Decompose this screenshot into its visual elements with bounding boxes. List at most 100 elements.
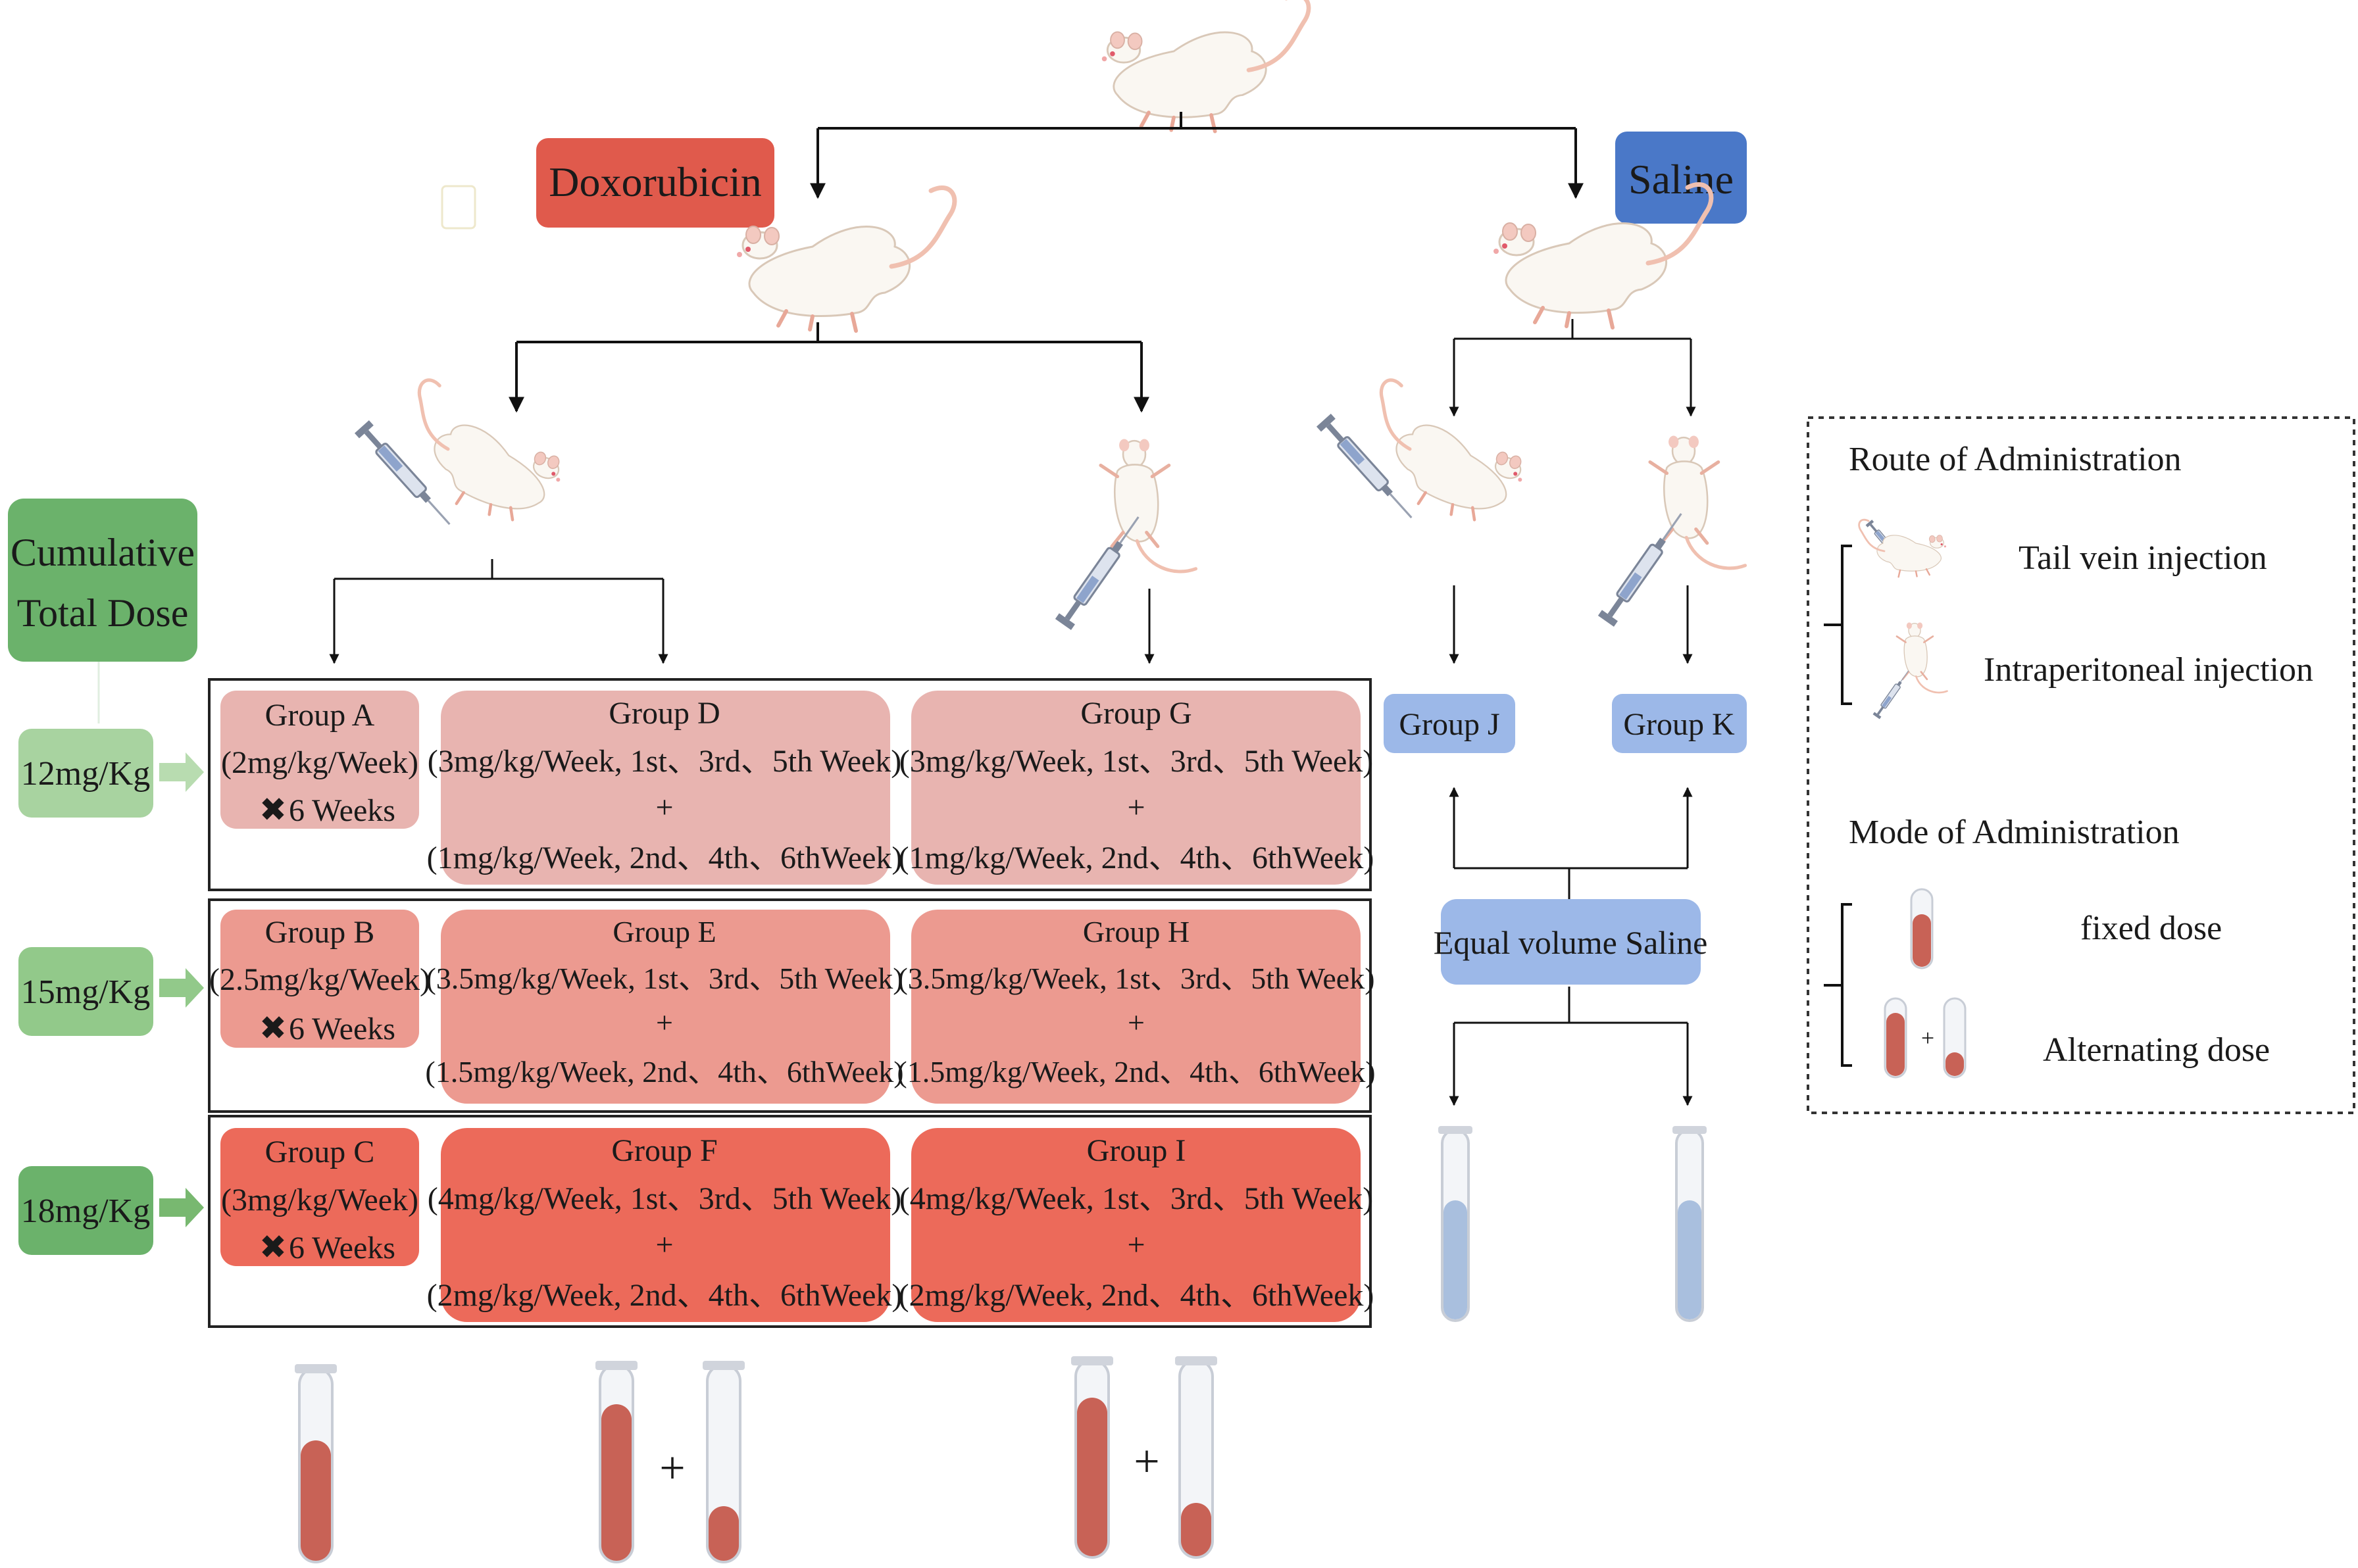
group-b-box [220,910,419,1048]
group-k-name: Group K [1623,707,1735,742]
group-a-name: Group A [265,698,375,733]
top-split-connector [810,112,1584,199]
group-g-line2: (1mg/kg/Week, 2nd、4th、6thWeek) [899,841,1374,875]
dose-box-15 [18,947,153,1036]
saline-label: Saline [1628,156,1734,203]
row-frame-18 [208,1115,1372,1328]
legend-plus: + [1921,1025,1934,1051]
saline-route-connector [1449,319,1696,417]
group-a-box [220,691,419,829]
group-j-name: Group J [1399,707,1499,742]
legend-intraperitoneal: Intraperitoneal injection [1984,651,2313,689]
row-frame-12 [208,678,1372,891]
group-c-line2: 6 Weeks [289,1231,395,1265]
legend-fixed: fixed dose [2080,910,2222,947]
cumulative-title-box [8,499,197,662]
group-d-box [441,691,890,885]
legend-mode-title: Mode of Administration [1849,814,2180,851]
group-e-plus: + [656,1006,673,1039]
saline-volume-connectors [1449,787,1693,1106]
group-i-line1: (4mg/kg/Week, 1st、3rd、5th Week) [899,1181,1374,1216]
group-d-line1: (3mg/kg/Week, 1st、3rd、5th Week) [428,744,902,779]
small-placeholder-box [441,185,476,230]
cross-mark-icon: ✖ [259,791,287,828]
group-b-line1: (2.5mg/kg/Week) [209,962,430,997]
group-i-name: Group I [1087,1133,1186,1168]
rat-icon [1650,436,1745,568]
group-a-line1: (2mg/kg/Week) [221,745,418,780]
syringe-icon [1315,412,1420,526]
saline-group-connectors [1449,585,1693,664]
group-h-box [911,910,1361,1104]
equal-volume-saline-label: Equal volume Saline [1434,924,1708,961]
equal-volume-saline-box [1441,899,1701,985]
group-h-line2: (1.5mg/kg/Week, 2nd、4th、6thWeek) [897,1055,1375,1089]
group-d-name: Group D [609,696,720,731]
tube-plus-g: + [1134,1436,1159,1487]
group-c-name: Group C [265,1135,375,1169]
group-j-box [1384,694,1515,753]
group-i-plus: + [1127,1227,1145,1262]
group-b-line2: 6 Weeks [289,1012,395,1046]
legend-tail-vein: Tail vein injection [2019,539,2267,577]
alternating-tubes-g: + [1071,1356,1217,1559]
cumulative-title-line1: Cumulative [11,531,195,574]
dose-label-12: 12mg/Kg [21,755,150,793]
dose-box-18 [18,1166,153,1255]
rat-icon [1349,378,1539,534]
group-f-line1: (4mg/kg/Week, 1st、3rd、5th Week) [428,1181,902,1216]
alternating-tubes-d: + [595,1361,745,1563]
dose-arrows [159,752,204,1227]
cross-mark-icon: ✖ [259,1010,287,1046]
group-f-box [441,1128,890,1322]
dox-route-connector [509,322,1149,413]
dox-group-connectors [329,559,1155,664]
cumulative-title-line2: Total Dose [17,591,189,635]
group-h-plus: + [1128,1006,1145,1039]
legend-route-title: Route of Administration [1849,441,2182,478]
rat-icon [1858,518,1947,578]
rat-icon [1102,0,1309,132]
legend-fixed-tube [1910,888,1934,969]
group-f-line2: (2mg/kg/Week, 2nd、4th、6thWeek) [427,1278,903,1313]
dose-label-18: 18mg/Kg [21,1192,150,1230]
group-h-name: Group H [1083,915,1190,948]
group-e-line2: (1.5mg/kg/Week, 2nd、4th、6thWeek) [425,1055,903,1089]
rat-icon [387,378,577,534]
legend-mode-bracket [1824,903,1852,1067]
group-d-plus: + [655,790,673,825]
rat-icon [1895,621,1948,694]
saline-tube-j [1438,1126,1472,1322]
group-g-line1: (3mg/kg/Week, 1st、3rd、5th Week) [899,744,1374,779]
group-e-box [441,910,890,1104]
group-e-line1: (3.5mg/kg/Week, 1st、3rd、5th Week) [426,962,903,995]
tube-plus-d: + [659,1443,685,1494]
fixed-dose-tube [295,1364,337,1563]
group-f-name: Group F [611,1133,717,1168]
saline-box [1615,132,1747,224]
group-c-line1: (3mg/kg/Week) [221,1183,418,1217]
group-i-box [911,1128,1361,1322]
cross-mark-icon: ✖ [259,1229,287,1265]
group-e-name: Group E [613,915,716,948]
legend-alternating-tubes: + [1884,997,1967,1079]
doxorubicin-box [536,138,774,228]
doxorubicin-label: Doxorubicin [549,159,762,205]
saline-tube-k [1672,1126,1707,1322]
group-g-name: Group G [1080,696,1192,731]
group-g-box [911,691,1361,885]
group-c-box [220,1128,419,1266]
group-a-line2: 6 Weeks [289,793,395,828]
group-d-line2: (1mg/kg/Week, 2nd、4th、6thWeek) [427,841,903,875]
group-b-name: Group B [265,915,375,950]
legend-route-bracket [1824,545,1852,705]
group-f-plus: + [655,1227,673,1262]
group-k-box [1612,694,1747,753]
legend-alternating: Alternating dose [2043,1031,2270,1069]
group-g-plus: + [1127,790,1145,825]
group-h-line1: (3.5mg/kg/Week, 1st、3rd、5th Week) [897,962,1374,995]
group-i-line2: (2mg/kg/Week, 2nd、4th、6thWeek) [899,1278,1374,1313]
dose-box-12 [18,729,153,818]
dose-label-15: 15mg/Kg [21,973,150,1011]
